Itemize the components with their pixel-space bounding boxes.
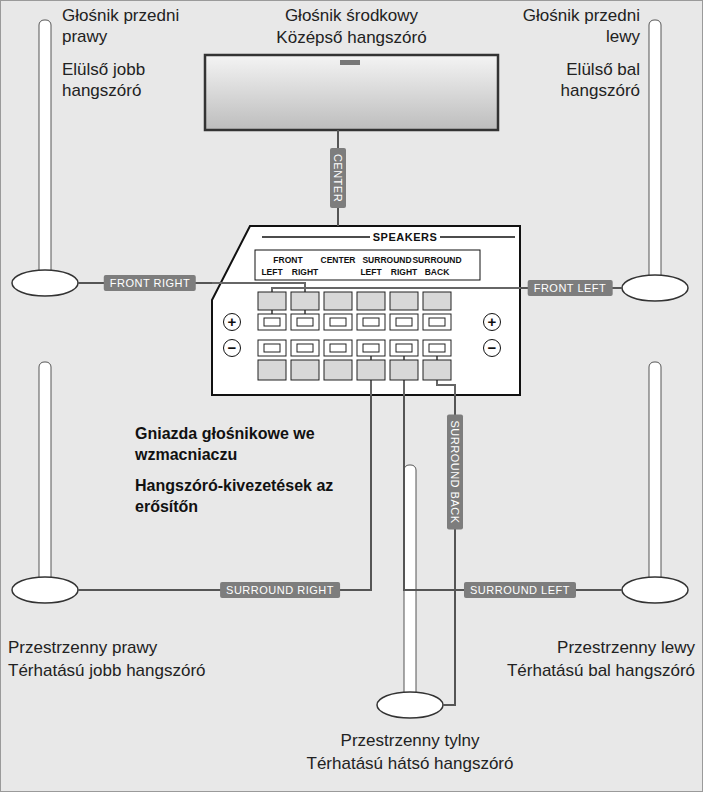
terminal-hole	[429, 318, 445, 326]
speaker-label: Térhatású hátsó hangszóró	[280, 754, 540, 775]
terminal-hole	[429, 344, 445, 352]
terminal-heading: LEFT	[360, 267, 381, 277]
speaker-label: Głośnik przedni prawy	[62, 6, 207, 47]
speaker-label: Elülső jobb hangszóró	[62, 60, 207, 101]
terminal-cap	[423, 292, 451, 310]
terminal-hole	[297, 344, 313, 352]
speaker-label: Elülső bal hangszóró	[495, 60, 640, 101]
terminal-plus	[291, 314, 319, 330]
header-box	[255, 250, 480, 280]
speaker-label: Térhatású bal hangszóró	[445, 661, 695, 682]
terminal-cap	[390, 292, 418, 310]
speaker-base	[622, 275, 688, 301]
speaker: Przestrzenny prawyTérhatású jobb hangszó…	[12, 358, 78, 604]
center-speaker: Głośnik środkowyKözépső hangszóró	[205, 55, 498, 130]
speaker: Głośnik przedni prawyElülső jobb hangszó…	[12, 16, 78, 297]
terminal-heading: RIGHT	[292, 267, 318, 277]
terminal-hole	[330, 344, 346, 352]
terminal-plus	[423, 314, 451, 330]
terminal-cap	[258, 292, 286, 310]
speaker-pole	[39, 20, 51, 282]
terminal-cap	[258, 360, 286, 380]
speaker-pole	[39, 362, 51, 588]
polarity-symbol: +	[223, 313, 241, 331]
speaker-pole	[649, 362, 661, 588]
terminal-heading: FRONT	[273, 255, 302, 265]
speaker-logo	[340, 60, 360, 65]
wire-label: FRONT RIGHT	[104, 275, 196, 291]
terminal-minus	[390, 340, 418, 356]
terminal-heading: SURROUND	[412, 255, 461, 265]
terminal-cap	[357, 360, 385, 380]
terminal-minus	[423, 340, 451, 356]
terminal-cap	[291, 360, 319, 380]
wire-label: SURROUND RIGHT	[220, 582, 340, 598]
terminal-hole	[363, 344, 379, 352]
speaker: Głośnik przedni lewyElülső bal hangszóró	[622, 16, 688, 297]
speaker-label: Przestrzenny lewy	[445, 638, 695, 659]
terminal-hole	[330, 318, 346, 326]
speaker-label: Głośnik przedni lewy	[495, 6, 640, 47]
speaker-base	[622, 577, 688, 603]
terminal-minus	[291, 340, 319, 356]
center-speaker-body	[205, 55, 498, 130]
polarity-symbol: −	[223, 339, 241, 357]
terminal-cap	[390, 360, 418, 380]
speaker: Przestrzenny tylnyTérhatású hátsó hangsz…	[377, 461, 443, 719]
speaker-base	[12, 270, 78, 296]
terminal-hole	[363, 318, 379, 326]
terminal-heading: BACK	[425, 267, 450, 277]
wire-label: SURROUND LEFT	[464, 582, 576, 598]
internal-wire	[272, 288, 520, 330]
terminal-cap	[291, 292, 319, 310]
terminal-cap	[324, 292, 352, 310]
panel-caption: Gniazda głośnikowe we wzmacniaczu	[135, 424, 350, 466]
terminal-block	[258, 292, 451, 380]
terminal-hole	[264, 344, 280, 352]
terminal-hole	[264, 318, 280, 326]
speaker-label: Przestrzenny tylny	[280, 731, 540, 752]
wire-label: FRONT LEFT	[528, 280, 613, 296]
terminal-heading: LEFT	[261, 267, 282, 277]
panel-title: SPEAKERS	[370, 230, 440, 244]
terminal-plus	[258, 314, 286, 330]
terminal-plus	[390, 314, 418, 330]
wire-label: SURROUND BACK	[447, 414, 463, 529]
amplifier-panel: SPEAKERS	[212, 226, 520, 395]
terminal-heading: CENTER	[321, 255, 356, 265]
terminal-plus	[357, 314, 385, 330]
terminal-minus	[324, 340, 352, 356]
terminal-cap	[324, 360, 352, 380]
speaker-pole	[404, 465, 416, 703]
speaker-pole	[649, 20, 661, 286]
terminal-heading: SURROUND	[362, 255, 411, 265]
terminal-minus	[357, 340, 385, 356]
amplifier-panel	[212, 226, 520, 395]
terminal-hole	[396, 318, 412, 326]
terminal-hole	[297, 318, 313, 326]
speaker-base	[12, 577, 78, 603]
speaker-base	[377, 692, 443, 718]
panel-caption: Hangszóró-kivezetések az erősítőn	[135, 476, 350, 518]
polarity-symbol: +	[483, 313, 501, 331]
speaker-label: Térhatású jobb hangszóró	[8, 661, 298, 682]
terminal-hole	[396, 344, 412, 352]
speaker-label: Głośnik środkowy	[205, 6, 498, 27]
terminal-plus	[324, 314, 352, 330]
speaker-wire	[404, 395, 622, 590]
terminal-minus	[258, 340, 286, 356]
terminal-cap	[357, 292, 385, 310]
speaker-label: Przestrzenny prawy	[8, 638, 298, 659]
speaker: Przestrzenny lewyTérhatású bal hangszóró	[622, 358, 688, 604]
wire-label: CENTER	[330, 148, 346, 208]
terminal-heading: RIGHT	[391, 267, 417, 277]
speaker-wire	[78, 395, 371, 590]
polarity-symbol: −	[483, 339, 501, 357]
terminal-cap	[423, 360, 451, 380]
speaker-label: Középső hangszóró	[205, 28, 498, 49]
